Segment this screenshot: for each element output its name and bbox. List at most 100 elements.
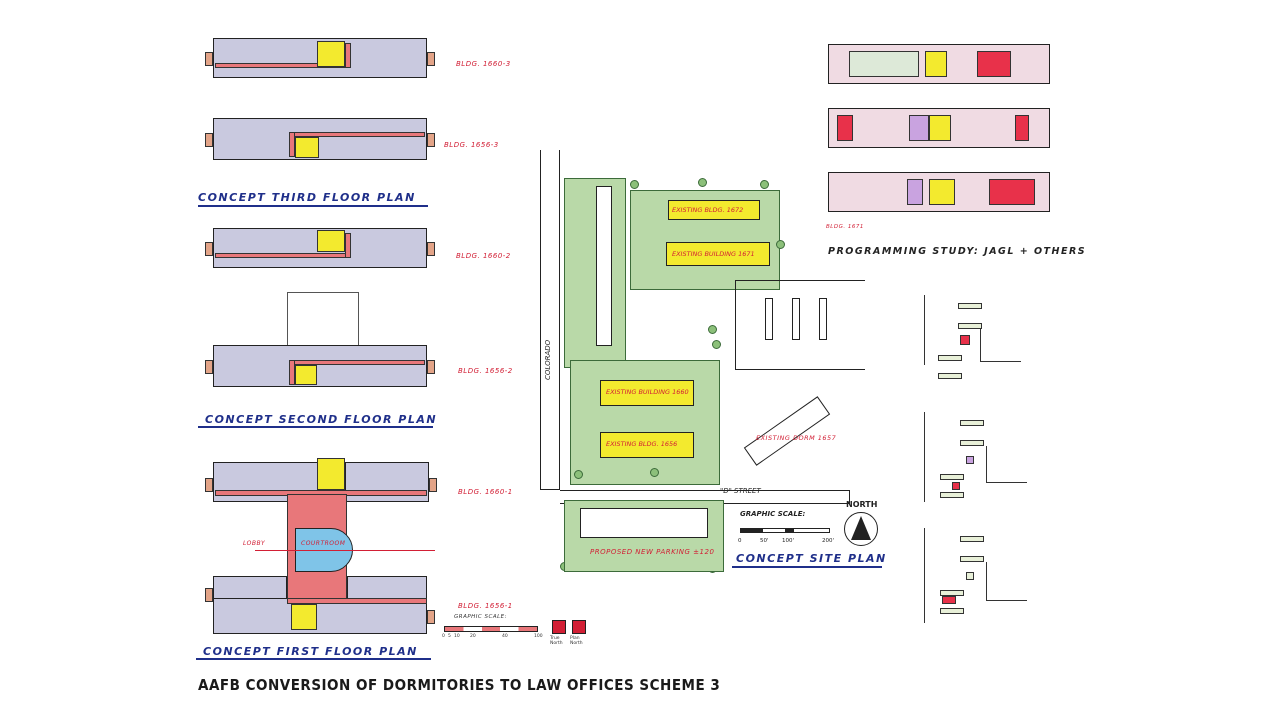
title-second-floor: CONCEPT SECOND FLOOR PLAN [205,413,438,426]
block-red [960,335,970,345]
title-programming: PROGRAMMING STUDY: JAGL + OTHERS [828,246,1087,257]
option-diagram-1 [918,295,1028,395]
corridor [345,43,351,68]
program-strip [828,44,1050,84]
block [938,373,962,379]
program-cell-purple [909,115,929,141]
main-title: AAFB CONVERSION OF DORMITORIES TO LAW OF… [198,676,721,694]
courtroom-label: COURTROOM [301,540,346,547]
corridor [287,598,427,604]
corridor [289,360,295,385]
bldg-1656-label: EXISTING BLDG. 1656 [606,440,678,448]
d-street-label: "D" STREET [720,487,761,495]
colorado-road [540,150,560,490]
block [960,556,984,562]
title-underline [732,566,882,568]
tree [650,468,659,477]
site-scale-ticks: 0 50' 100' 200' [738,538,835,544]
bldg-1672 [668,200,760,220]
bldg-1660 [600,380,694,406]
stair-core [295,365,317,385]
true-north-icon [552,620,566,634]
programming-study: BLDG. 1671 PROGRAMMING STUDY: JAGL + OTH… [818,38,1085,258]
corridor [345,233,351,258]
legend-ticks: 0 5 10 20 40 100 [442,634,543,639]
block [960,420,984,426]
corridor [289,132,295,157]
option-diagram-3 [918,528,1028,628]
bldg-label-1656-3: BLDG. 1656-3 [444,141,499,149]
parking-island [792,298,800,340]
tree [630,180,639,189]
floor-plan-first: COURTROOM LOBBY [205,458,437,636]
program-cell-red [977,51,1011,77]
stub-left [205,360,213,374]
stub [427,610,435,624]
title-third-floor: CONCEPT THIRD FLOOR PLAN [198,191,416,204]
stub [429,478,437,492]
program-strip [828,108,1050,148]
stub-right [427,360,435,374]
program-cell-red [1015,115,1029,141]
parking-strip [596,186,612,346]
bldg-1656 [600,432,694,458]
scale-bar [444,626,538,632]
program-bldg-label: BLDG. 1671 [826,224,864,230]
corridor [215,253,351,258]
plan-north-label: Plan North [570,636,583,646]
block [940,474,964,480]
stair-core [317,41,345,67]
program-strip [828,172,1050,212]
program-cell-red [837,115,853,141]
title-underline [198,426,433,428]
program-cell-red [989,179,1035,205]
floor-plan-1660-3 [205,38,435,78]
wing [347,576,427,602]
block [940,590,964,596]
stair-core [291,604,317,630]
tree [698,178,707,187]
program-cell-purple [907,179,923,205]
bldg-1672-label: EXISTING BLDG. 1672 [672,206,744,214]
tree [712,340,721,349]
bldg-1671 [666,242,770,266]
lobby-label: LOBBY [243,540,266,547]
title-first-floor: CONCEPT FIRST FLOOR PLAN [203,645,418,658]
bldg-label-1656-1: BLDG. 1656-1 [458,602,513,610]
stub-right [427,242,435,256]
block-red [942,596,956,604]
stub-right [427,52,435,66]
stub-left [205,242,213,256]
tree [574,470,583,479]
north-arrow-icon [844,512,878,546]
tree [776,240,785,249]
floor-plan-1656-3 [205,118,435,160]
block [960,536,984,542]
stair-core [317,230,345,252]
block [966,572,974,580]
green-zone [564,178,626,368]
plan-north-icon [572,620,586,634]
wing [345,462,429,502]
wing [213,345,427,387]
block-red [952,482,960,490]
block [938,355,962,361]
true-north-label: True North [550,636,563,646]
site-scale-bar [740,528,830,533]
stub [205,478,213,492]
bldg-label-1660-2: BLDG. 1660-2 [456,252,511,260]
title-underline [196,658,431,660]
parking-island [819,298,827,340]
section-line [255,550,435,551]
program-cell-yellow [929,179,955,205]
title-underline [198,205,428,207]
option-diagram-2 [918,412,1028,512]
tree [760,180,769,189]
north-label: NORTH [846,500,878,509]
site-plan: COLORADO "D" STREET EXISTING BLDG. 1672 … [530,150,890,580]
block [958,303,982,309]
site-scale-label: GRAPHIC SCALE: [740,510,806,518]
existing-dorm [743,396,831,466]
existing-dorm-label: EXISTING DORM 1657 [756,434,837,442]
wing [213,118,427,160]
